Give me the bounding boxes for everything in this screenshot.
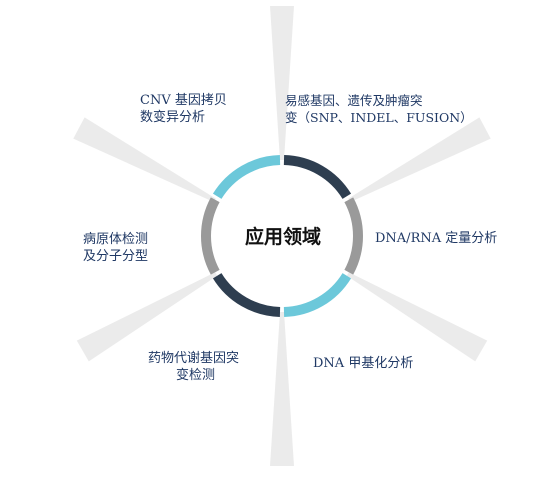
background-rays (73, 6, 491, 466)
background-ray-4 (270, 312, 294, 466)
label-drug: 药物代谢基因突 变检测 (148, 350, 239, 384)
label-pathogen-line2: 及分子分型 (83, 249, 149, 264)
ring-segment-d (212, 272, 281, 317)
ring (201, 155, 363, 317)
label-susceptibility: 易感基因、遗传及肿瘤突 变（SNP、INDEL、FUSION） (285, 92, 473, 126)
ring-segment-a (283, 155, 352, 200)
label-cnv-line2: 数变异分析 (140, 110, 206, 125)
label-quant-line1: DNA/RNA 定量分析 (375, 231, 498, 246)
label-drug-line2: 变检测 (176, 368, 216, 383)
label-cnv-line1: CNV 基因拷贝 (140, 93, 227, 108)
label-cnv: CNV 基因拷贝 数变异分析 (140, 92, 227, 126)
background-ray-5 (76, 272, 218, 362)
label-methyl: DNA 甲基化分析 (313, 355, 413, 372)
background-ray-2 (348, 117, 491, 203)
ring-segment-f (212, 155, 281, 200)
label-pathogen: 病原体检测 及分子分型 (83, 231, 148, 265)
label-susceptibility-line1: 易感基因、遗传及肿瘤突 (285, 93, 423, 108)
label-drug-line1: 药物代谢基因突 (148, 351, 240, 366)
ring-segment-b (344, 197, 363, 275)
background-ray-3 (346, 272, 488, 362)
label-susceptibility-line2: 变（SNP、INDEL、FUSION） (285, 110, 473, 125)
ring-segment-c (283, 272, 352, 317)
ring-segment-e (201, 197, 220, 275)
label-quant: DNA/RNA 定量分析 (375, 230, 497, 247)
background-ray-6 (73, 117, 216, 203)
label-methyl-line1: DNA 甲基化分析 (313, 356, 414, 371)
background-ray-1 (270, 6, 294, 160)
center-title: 应用领域 (244, 226, 321, 248)
label-pathogen-line1: 病原体检测 (83, 232, 149, 247)
